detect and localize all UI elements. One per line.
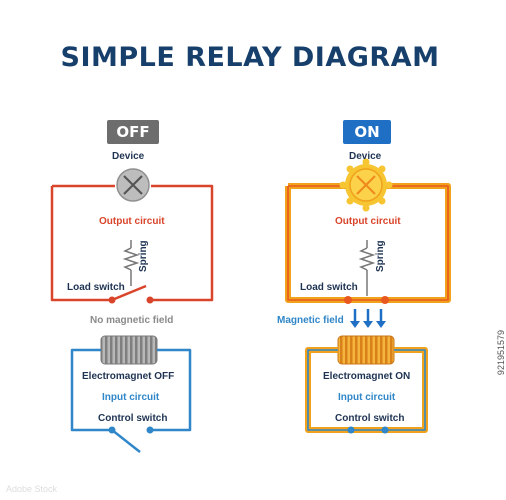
on-output-circuit-label: Output circuit [335, 216, 401, 227]
off-spring-label: Spring [138, 240, 149, 272]
off-device-label: Device [112, 151, 145, 162]
on-input-circuit [305, 347, 428, 434]
off-output-circuit [50, 184, 214, 304]
control-switch-open [111, 429, 141, 453]
on-spring-label: Spring [375, 240, 386, 272]
on-electromagnet-label: Electromagnet ON [323, 371, 411, 382]
lamp-off-icon [116, 168, 150, 202]
spring-icon [358, 240, 376, 296]
off-field-status-label: No magnetic field [90, 315, 174, 326]
field-arrows-icon [350, 309, 386, 328]
off-electromagnet-label: Electromagnet OFF [82, 371, 175, 382]
off-input-circuit-label: Input circuit [102, 392, 160, 403]
image-id: 921951579 [496, 330, 506, 376]
on-output-circuit [285, 183, 451, 304]
off-input-circuit [70, 348, 192, 453]
page-title: SIMPLE RELAY DIAGRAM [60, 42, 440, 73]
on-control-switch-label: Control switch [335, 413, 405, 424]
on-load-switch-label: Load switch [300, 282, 358, 293]
off-badge: OFF [107, 120, 159, 144]
off-control-switch-label: Control switch [98, 413, 168, 424]
coil-on-icon [337, 335, 395, 365]
lamp-on-icon [339, 158, 393, 212]
on-input-circuit-label: Input circuit [338, 392, 396, 403]
on-field-status-label: Magnetic field [277, 315, 344, 326]
on-badge: ON [343, 120, 391, 144]
off-load-switch-label: Load switch [67, 282, 125, 293]
coil-off-icon [100, 335, 158, 365]
off-output-circuit-label: Output circuit [99, 216, 165, 227]
on-device-label: Device [349, 151, 382, 162]
spring-icon [122, 240, 140, 286]
stock-watermark: Adobe Stock [6, 484, 58, 494]
load-switch-open [111, 284, 147, 302]
